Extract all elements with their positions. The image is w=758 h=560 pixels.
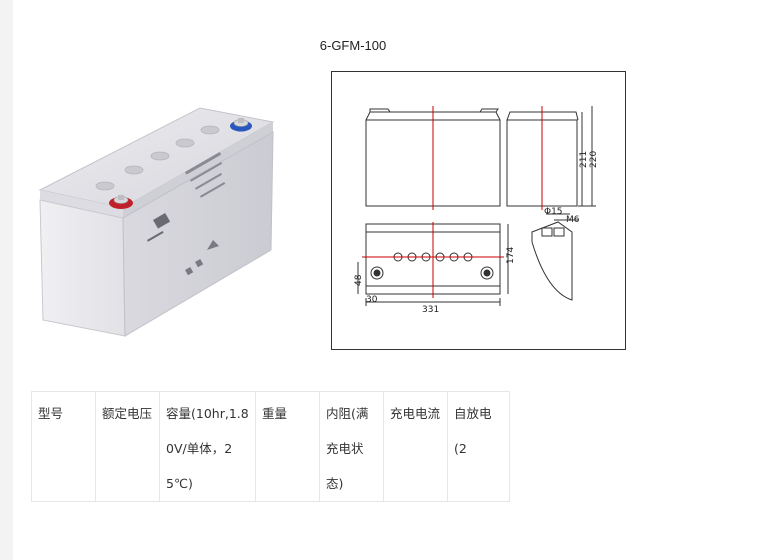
terminal-detail [531, 221, 573, 301]
header-model: 型号 [31, 391, 96, 502]
dim-label-331: 331 [422, 305, 439, 315]
spec-table-header-row: 型号 额定电压 容量(10hr,1.80V/单体，25℃) 重量 内阻(满充电状… [31, 391, 510, 502]
battery-product-photo [38, 107, 275, 337]
dim-label-m6: M6 [566, 215, 580, 225]
negative-terminal [230, 118, 252, 132]
model-title-text: 6-GFM-100 [319, 38, 387, 53]
battery-lid-rim [40, 190, 123, 218]
spec-table: 型号 额定电压 容量(10hr,1.80V/单体，25℃) 重量 内阻(满充电状… [31, 391, 510, 502]
left-margin-rule [0, 0, 13, 560]
dim-label-220: 220 [589, 151, 599, 168]
header-self-discharge: 自放电(2 [447, 391, 510, 502]
top-view-terminals [370, 266, 494, 280]
centerlines [362, 106, 543, 298]
battery-front-face [39, 199, 126, 337]
header-rated-voltage: 额定电压 [95, 391, 160, 502]
header-internal-resistance: 内阻(满充电状态) [319, 391, 384, 502]
dim-label-30: 30 [366, 295, 378, 305]
model-title: 6-GFM-100 [0, 38, 758, 53]
dim-label-48: 48 [354, 274, 364, 286]
dim-label-174: 174 [506, 247, 516, 264]
dimension-drawing-frame: 211 220 174 48 30 331 Φ15 M6 [331, 71, 626, 350]
brand-logo [147, 213, 171, 242]
battery-side-face [122, 131, 274, 337]
header-capacity: 容量(10hr,1.80V/单体，25℃) [159, 391, 256, 502]
dim-label-211: 211 [579, 151, 589, 168]
warning-symbols [185, 240, 219, 276]
header-charge-current: 充电电流 [383, 391, 448, 502]
positive-terminal [109, 195, 133, 209]
header-weight: 重量 [255, 391, 320, 502]
battery-side-label [185, 152, 226, 198]
vent-caps [95, 125, 220, 191]
dim-label-phi15: Φ15 [544, 207, 563, 217]
dimension-drawing: 211 220 174 48 30 331 Φ15 M6 [354, 106, 599, 315]
